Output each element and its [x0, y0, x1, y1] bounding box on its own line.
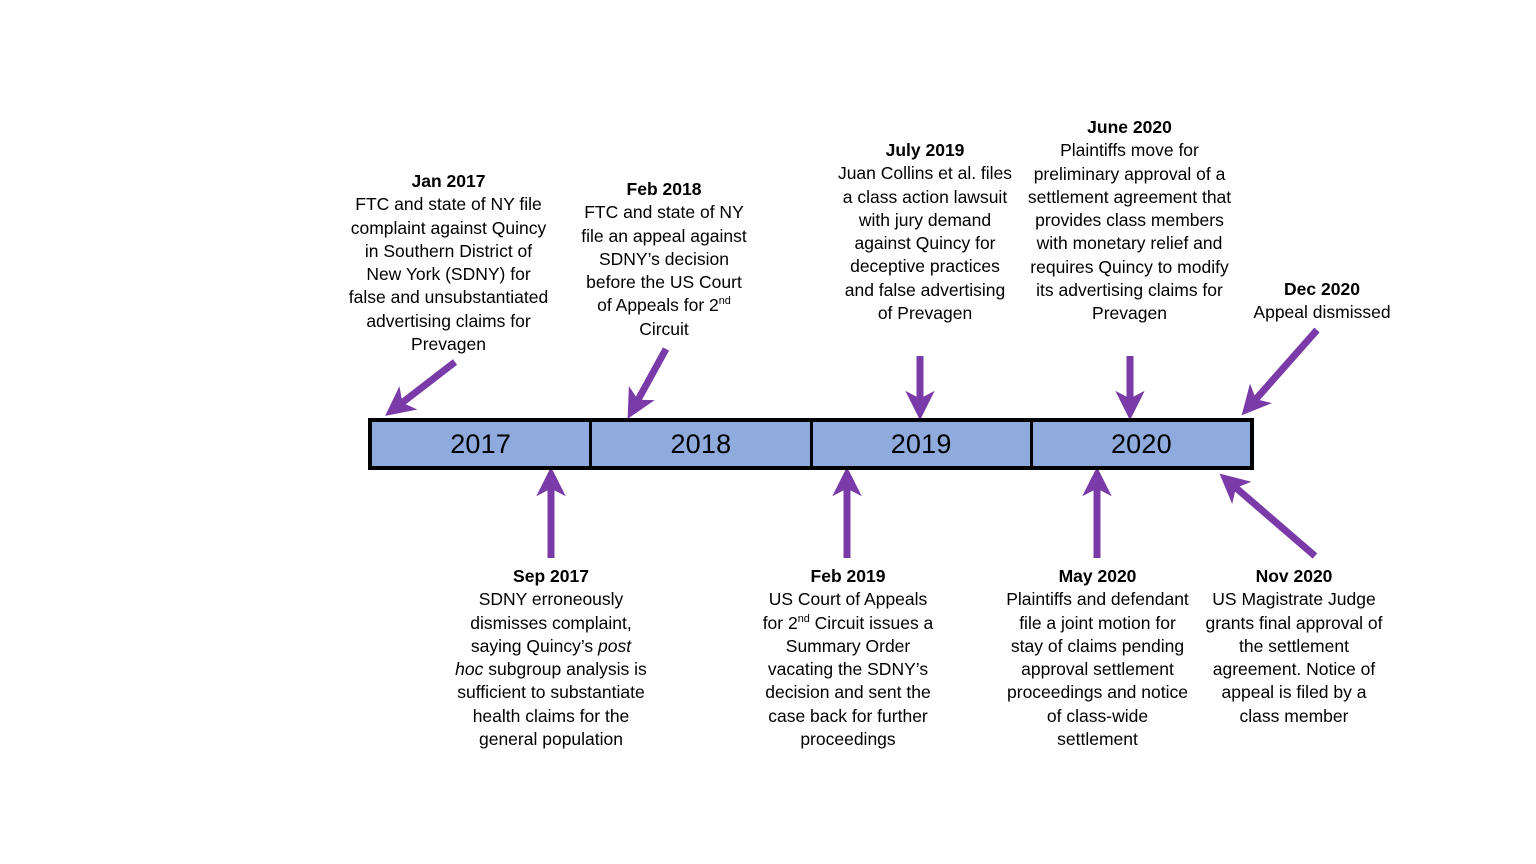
arrow-dec-2020 — [1241, 327, 1320, 416]
event-description-may-2020: Plaintiffs and defendant file a joint mo… — [1006, 589, 1189, 750]
arrow-nov-2020 — [1219, 473, 1318, 559]
year-label-2017: 2017 — [450, 428, 512, 459]
event-description-nov-2020: US Magistrate Judge grants final approva… — [1205, 589, 1383, 726]
event-date-feb-2019: Feb 2019 — [810, 566, 886, 586]
event-date-may-2020: May 2020 — [1058, 566, 1137, 586]
event-description-feb-2019: US Court of Appeals for 2nd Circuit issu… — [762, 589, 934, 750]
timeline-segment-2018[interactable]: 2018 — [592, 422, 813, 466]
event-description-sep-2017: SDNY erroneously dismisses complaint, sa… — [455, 589, 647, 750]
year-label-2019: 2019 — [890, 428, 952, 459]
year-label-2020: 2020 — [1110, 428, 1172, 459]
timeline-segment-2019[interactable]: 2019 — [812, 422, 1033, 466]
event-date-june-2020: June 2020 — [1087, 117, 1172, 137]
year-label-2018: 2018 — [670, 428, 732, 459]
event-date-nov-2020: Nov 2020 — [1255, 566, 1333, 586]
arrow-jan-2017 — [385, 359, 458, 416]
event-jan-2017: Jan 2017 FTC and state of NY file compla… — [348, 170, 549, 356]
event-date-sep-2017: Sep 2017 — [513, 566, 589, 586]
event-may-2020: May 2020 Plaintiffs and defendant file a… — [1006, 565, 1189, 751]
event-nov-2020: Nov 2020 US Magistrate Judge grants fina… — [1203, 565, 1385, 728]
event-description-jan-2017: FTC and state of NY file complaint again… — [348, 194, 549, 355]
event-june-2020: June 2020 Plaintiffs move for preliminar… — [1027, 116, 1232, 326]
event-date-dec-2020: Dec 2020 — [1284, 279, 1360, 299]
timeline-segment-2017[interactable]: 2017 — [372, 422, 593, 466]
event-description-july-2019: Juan Collins et al. files a class action… — [837, 163, 1013, 324]
arrow-feb-2018 — [627, 347, 670, 419]
event-description-dec-2020: Appeal dismissed — [1253, 302, 1391, 323]
event-feb-2018: Feb 2018 FTC and state of NY file an app… — [578, 178, 750, 341]
event-date-feb-2018: Feb 2018 — [626, 179, 702, 199]
event-description-feb-2018: FTC and state of NY file an appeal again… — [581, 202, 747, 339]
event-description-june-2020: Plaintiffs move for preliminary approval… — [1027, 140, 1232, 324]
timeline-segment-2020[interactable]: 2020 — [1032, 422, 1250, 466]
timeline-bar: 2017 2018 2019 2020 — [368, 418, 1254, 470]
event-feb-2019: Feb 2019 US Court of Appeals for 2nd Cir… — [757, 565, 939, 751]
event-july-2019: July 2019 Juan Collins et al. files a cl… — [837, 139, 1013, 325]
event-date-july-2019: July 2019 — [885, 140, 965, 160]
event-date-jan-2017: Jan 2017 — [411, 171, 486, 191]
event-sep-2017: Sep 2017 SDNY erroneously dismisses comp… — [455, 565, 647, 751]
event-dec-2020: Dec 2020 Appeal dismissed — [1232, 278, 1412, 325]
